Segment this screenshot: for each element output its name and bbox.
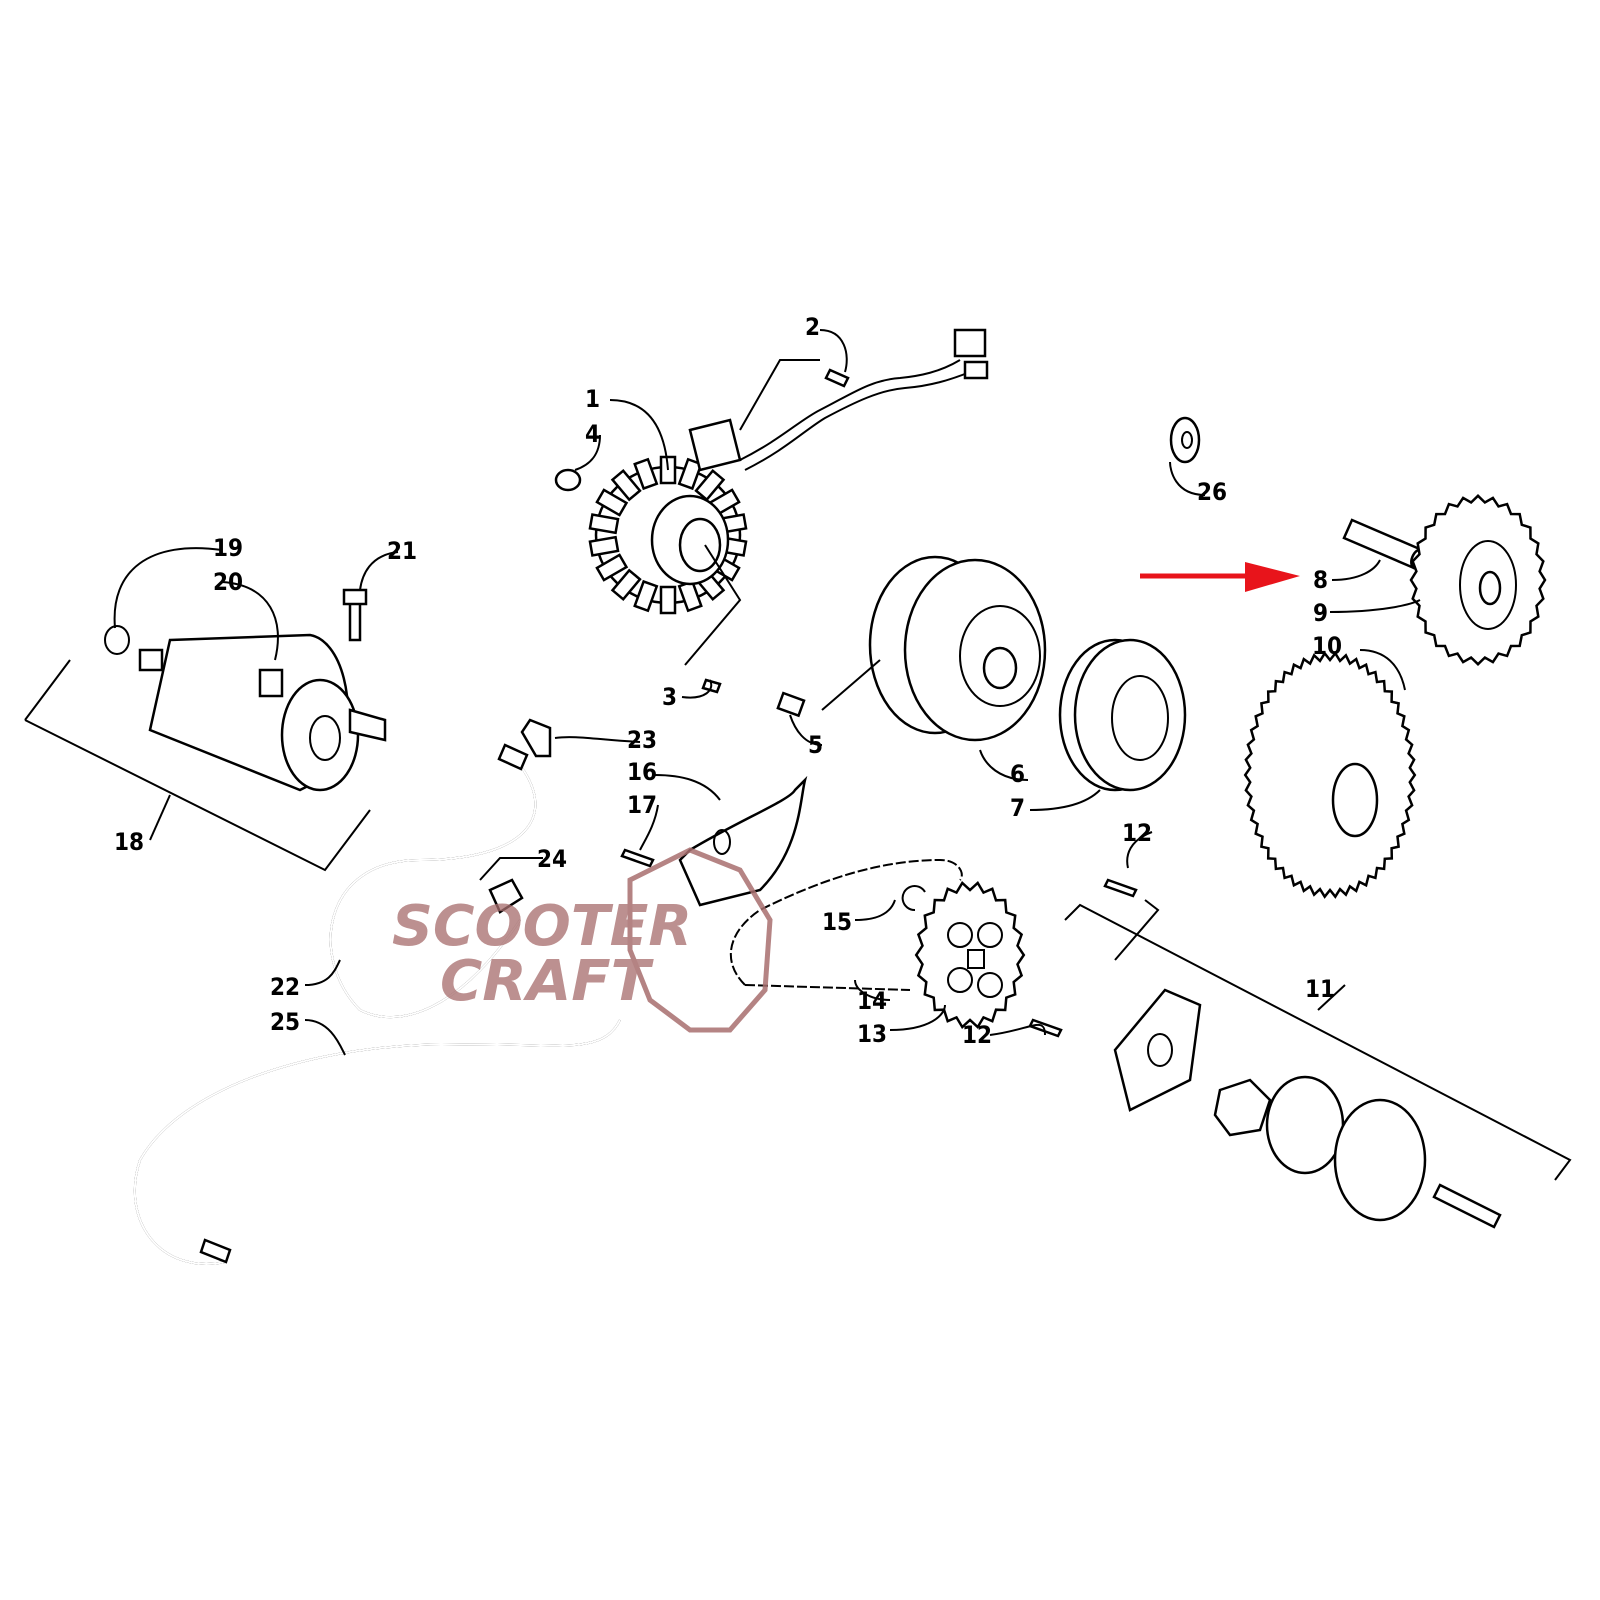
bolt-12a[interactable] xyxy=(1103,878,1138,898)
stator-part[interactable] xyxy=(588,328,989,615)
key-5[interactable] xyxy=(776,691,806,718)
stator-tooth xyxy=(610,568,642,602)
idle-gear-9[interactable] xyxy=(1409,494,1547,666)
stator-tooth xyxy=(633,579,659,613)
callout-13[interactable]: 13 xyxy=(857,1020,887,1048)
driven-gear-10[interactable] xyxy=(1243,651,1417,899)
callout-16[interactable]: 16 xyxy=(627,758,657,786)
washer-26[interactable] xyxy=(1169,416,1201,464)
callout-23[interactable]: 23 xyxy=(627,726,657,754)
starter-clutch-part[interactable] xyxy=(1058,638,1187,792)
callout-15[interactable]: 15 xyxy=(822,908,852,936)
chain-14[interactable] xyxy=(729,858,963,991)
callout-7[interactable]: 7 xyxy=(1010,794,1025,822)
stator-tooth xyxy=(595,488,629,517)
bolt-21[interactable] xyxy=(342,588,368,642)
callout-6[interactable]: 6 xyxy=(1010,760,1025,788)
cable-22[interactable] xyxy=(329,743,537,1018)
callout-4[interactable]: 4 xyxy=(585,420,600,448)
callout-8[interactable]: 8 xyxy=(1313,566,1328,594)
callout-12b[interactable]: 12 xyxy=(962,1021,992,1049)
watermark-line1: SCOOTER xyxy=(392,894,692,959)
callout-18[interactable]: 18 xyxy=(114,828,144,856)
watermark-line2: CRAFT xyxy=(440,949,654,1014)
stator-tooth xyxy=(694,468,726,502)
callout-labels: 1 2 3 4 5 6 7 8 9 10 11 12 12 13 14 15 1… xyxy=(114,313,1342,1049)
callout-9[interactable]: 9 xyxy=(1313,599,1328,627)
stator-tooth xyxy=(659,585,677,615)
callout-12a[interactable]: 12 xyxy=(1122,819,1152,847)
callout-3[interactable]: 3 xyxy=(662,683,677,711)
oil-pump-11[interactable] xyxy=(1113,988,1502,1229)
callout-11[interactable]: 11 xyxy=(1305,975,1335,1003)
o-ring-19[interactable] xyxy=(104,625,130,655)
callout-22[interactable]: 22 xyxy=(270,973,300,1001)
bracket-18 xyxy=(24,659,371,872)
cap-24[interactable] xyxy=(488,878,524,914)
starter-motor-18[interactable] xyxy=(138,633,387,792)
stator-tooth xyxy=(588,535,620,557)
chain-guide-16[interactable] xyxy=(678,775,808,907)
callout-21[interactable]: 21 xyxy=(387,537,417,565)
callout-17[interactable]: 17 xyxy=(627,791,657,819)
stator-tooth xyxy=(595,553,629,582)
screw-2[interactable] xyxy=(824,368,850,388)
stator-tooth xyxy=(677,457,703,491)
leader-lines xyxy=(113,329,1421,1056)
flywheel-part[interactable] xyxy=(868,555,1047,742)
bolt-17[interactable] xyxy=(620,848,655,868)
callout-25[interactable]: 25 xyxy=(270,1008,300,1036)
highlight-arrow xyxy=(1140,562,1300,592)
stator-tooth xyxy=(633,457,659,491)
callout-14[interactable]: 14 xyxy=(857,987,887,1015)
nut-4[interactable] xyxy=(554,468,582,492)
callout-5[interactable]: 5 xyxy=(808,731,823,759)
callout-2[interactable]: 2 xyxy=(805,313,820,341)
cable-25[interactable] xyxy=(133,1019,621,1265)
cap-23[interactable] xyxy=(520,718,552,758)
stator-tooth xyxy=(588,513,620,535)
circlip-15[interactable] xyxy=(901,885,926,912)
stator-tooth xyxy=(610,468,642,502)
callout-26[interactable]: 26 xyxy=(1197,478,1227,506)
callout-24[interactable]: 24 xyxy=(537,845,567,873)
sprocket-13[interactable] xyxy=(914,880,1026,1030)
callout-20[interactable]: 20 xyxy=(213,568,243,596)
scootercraft-watermark: SCOOTER CRAFT xyxy=(392,847,773,1033)
bracket-11 xyxy=(1064,903,1572,1181)
callout-1[interactable]: 1 xyxy=(585,385,600,413)
callout-19[interactable]: 19 xyxy=(213,534,243,562)
callout-10[interactable]: 10 xyxy=(1312,632,1342,660)
